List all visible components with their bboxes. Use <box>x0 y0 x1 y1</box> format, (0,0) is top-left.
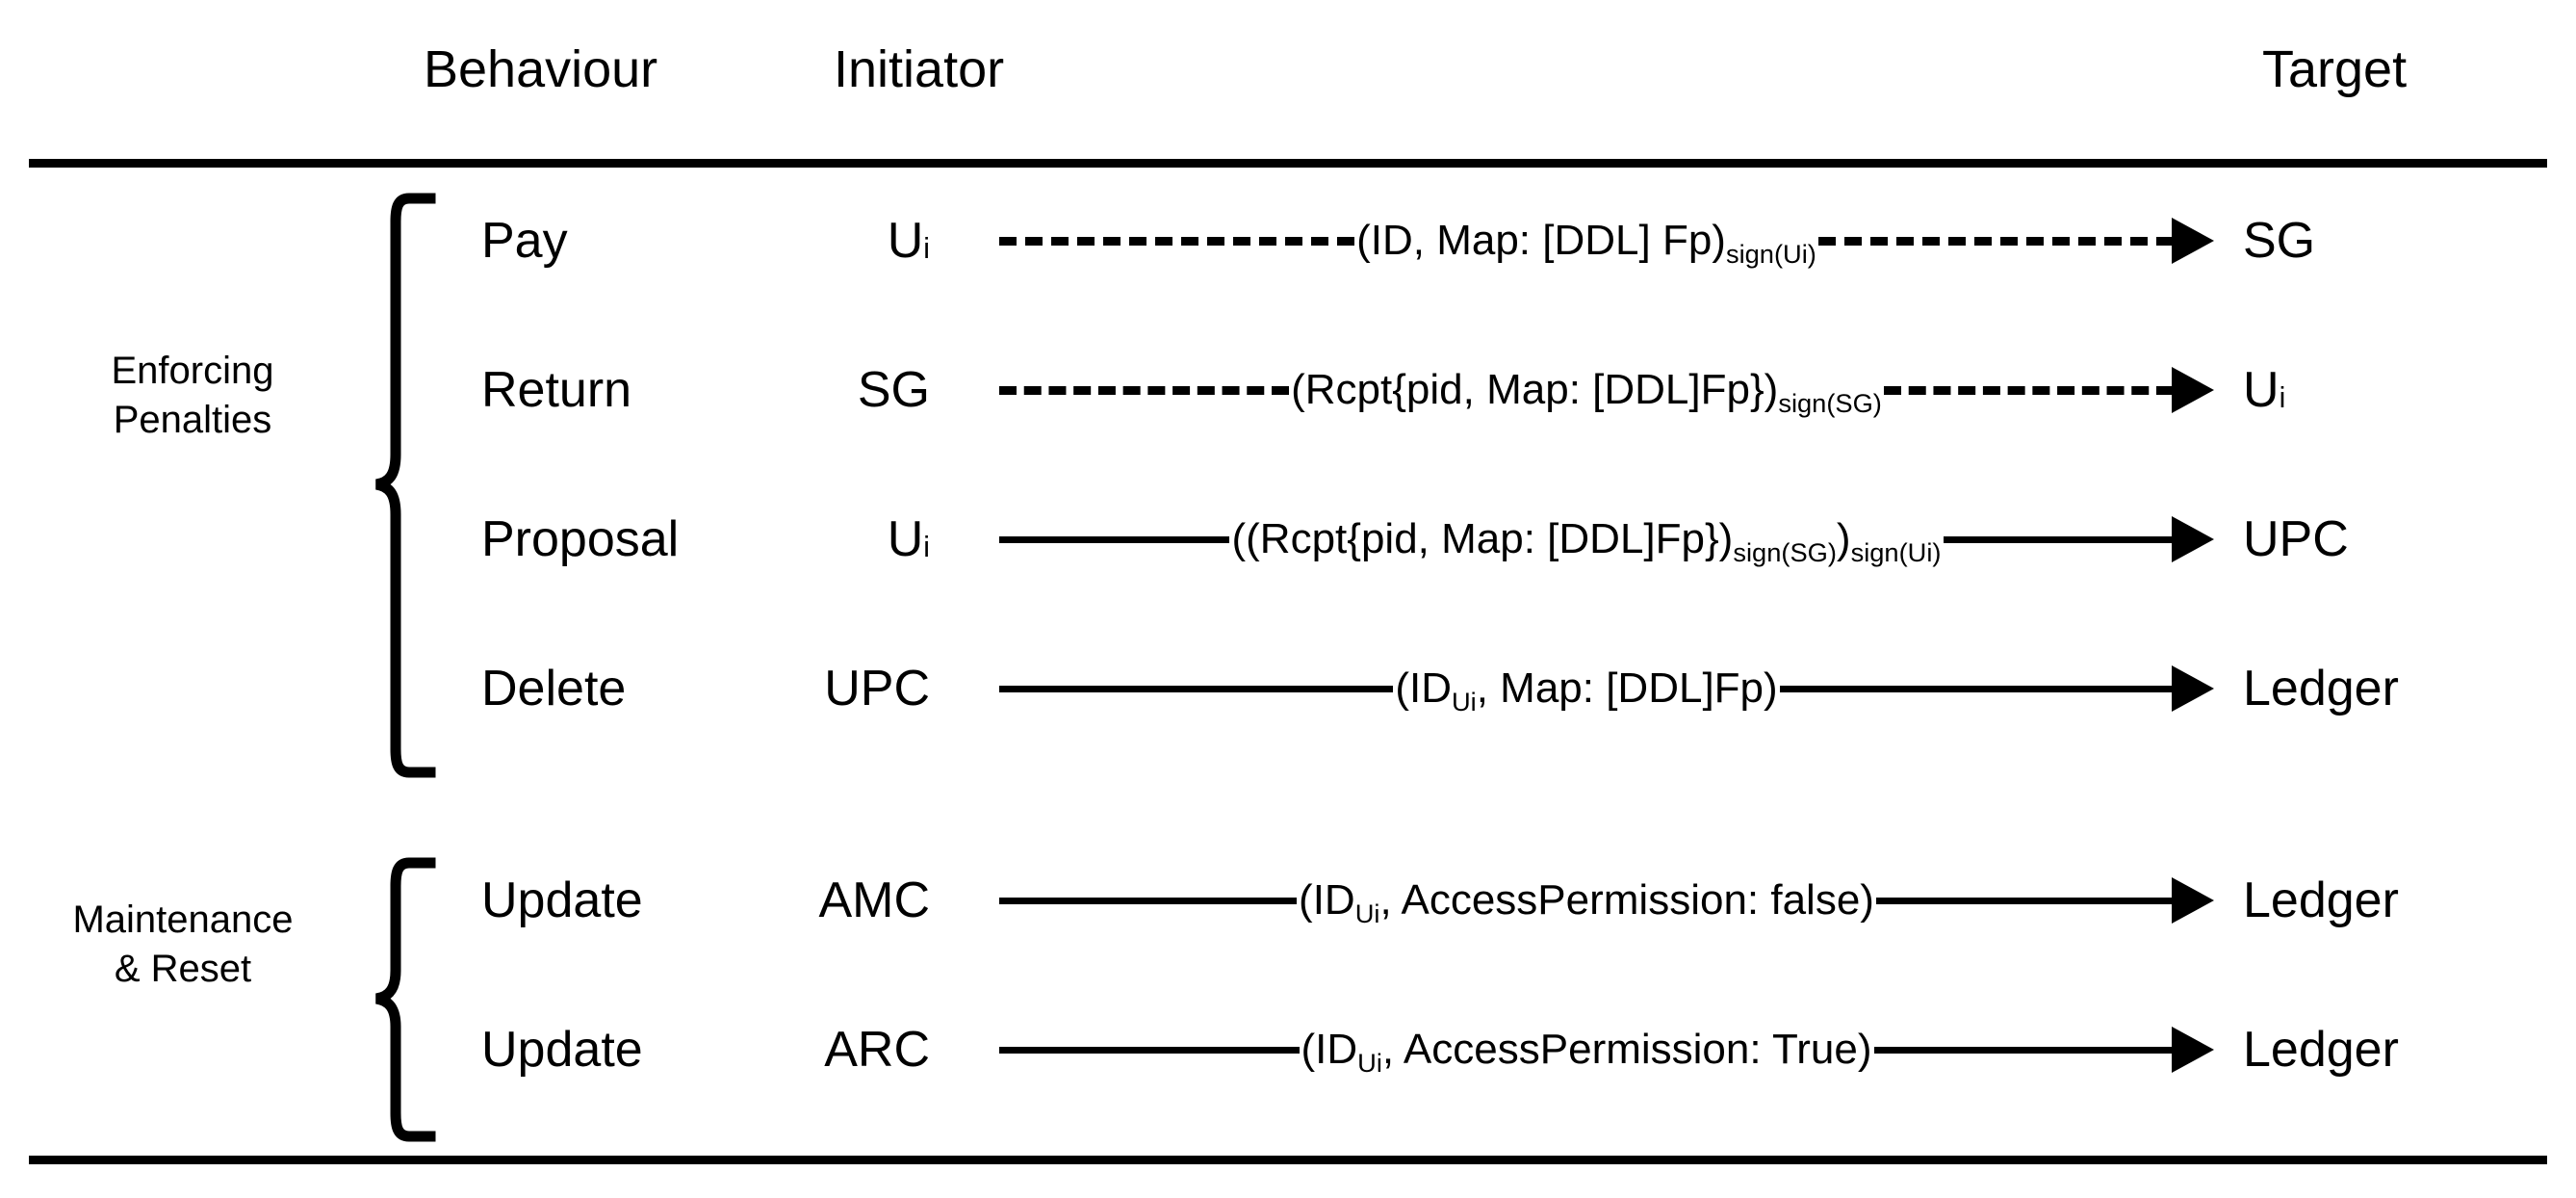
row-behaviour-label: Pay <box>481 213 568 269</box>
arrow-head-icon <box>2172 367 2214 413</box>
message-text: (Rcpt{pid, Map: [DDL]Fp}) <box>1291 366 1779 413</box>
row-behaviour-label: Update <box>481 1022 643 1078</box>
message-label: (Rcpt{pid, Map: [DDL]Fp})sign(SG) <box>1289 366 1884 417</box>
arrow-line-right <box>1875 897 2174 904</box>
row-initiator-label: AMC <box>818 847 930 953</box>
table-rule-bottom <box>29 1156 2547 1164</box>
target-base: UPC <box>2243 511 2349 567</box>
message-arrow: (Rcpt{pid, Map: [DDL]Fp})sign(SG) <box>999 337 2214 443</box>
message-label: ((Rcpt{pid, Map: [DDL]Fp})sign(SG))sign(… <box>1229 515 1943 566</box>
arrow-line-left <box>999 685 1394 692</box>
message-text-post: ) <box>1836 515 1851 562</box>
row-initiator-label: UPC <box>824 636 930 742</box>
initiator-base: AMC <box>818 872 930 928</box>
message-label: (IDUi, AccessPermission: True) <box>1300 1026 1874 1077</box>
table-row: Update AMC (IDUi, AccessPermission: fals… <box>0 847 2576 953</box>
initiator-base: SG <box>857 362 930 418</box>
message-arrow: (ID, Map: [DDL] Fp)sign(Ui) <box>999 188 2214 294</box>
message-text: (ID, Map: [DDL] Fp) <box>1356 217 1726 264</box>
row-initiator-label: ARC <box>824 997 930 1103</box>
arrow-line-left <box>999 385 1290 395</box>
column-header-behaviour: Behaviour <box>424 40 658 98</box>
group-label-enforcing-penalties: Enforcing Penalties <box>19 347 366 445</box>
initiator-base: U <box>887 511 924 567</box>
message-subscript: sign(SG) <box>1733 537 1837 568</box>
initiator-base: U <box>887 213 924 269</box>
group-brace-maintenance-reset <box>371 857 438 1142</box>
group-label-line-2: Penalties <box>113 399 272 442</box>
arrow-line-left <box>999 897 1298 904</box>
target-base: Ledger <box>2243 872 2399 928</box>
message-text-post: , Map: [DDL]Fp) <box>1476 664 1778 712</box>
arrow-line-right <box>1883 385 2174 395</box>
target-base: Ledger <box>2243 661 2399 716</box>
row-target-label: SG <box>2243 188 2315 294</box>
message-text-post: , AccessPermission: false) <box>1379 876 1874 924</box>
message-label: (IDUi, Map: [DDL]Fp) <box>1393 664 1779 716</box>
column-header-initiator: Initiator <box>834 40 1005 98</box>
message-arrow: (IDUi, AccessPermission: True) <box>999 997 2215 1103</box>
message-label: (IDUi, AccessPermission: false) <box>1297 876 1876 927</box>
message-text: (ID <box>1301 1026 1358 1073</box>
message-text: (ID <box>1395 664 1452 712</box>
message-text: (ID <box>1299 876 1355 924</box>
arrow-line-left <box>999 236 1355 246</box>
row-target-label: UPC <box>2243 486 2349 592</box>
message-subscript: Ui <box>1357 1048 1382 1079</box>
arrow-line-right <box>1943 535 2174 543</box>
message-arrow: ((Rcpt{pid, Map: [DDL]Fp})sign(SG))sign(… <box>999 486 2214 592</box>
arrow-head-icon <box>2172 1027 2215 1073</box>
arrow-head-icon <box>2172 665 2214 712</box>
arrow-line-right <box>1779 685 2174 692</box>
row-initiator-label: SG <box>858 337 930 443</box>
target-base: SG <box>2243 213 2316 269</box>
message-subscript: sign(Ui) <box>1725 239 1816 270</box>
arrow-line-left <box>999 535 1230 543</box>
initiator-base: UPC <box>824 661 930 716</box>
group-label-line-2: & Reset <box>114 948 252 991</box>
row-behaviour-label: Update <box>481 872 643 928</box>
message-subscript: sign(SG) <box>1778 388 1882 419</box>
arrow-head-icon <box>2172 877 2214 924</box>
message-text: ((Rcpt{pid, Map: [DDL]Fp}) <box>1231 515 1734 562</box>
message-subscript-2: sign(Ui) <box>1850 537 1942 568</box>
message-arrow: (IDUi, AccessPermission: false) <box>999 847 2214 953</box>
row-behaviour-label: Delete <box>481 661 627 716</box>
message-arrow: (IDUi, Map: [DDL]Fp) <box>999 636 2214 742</box>
group-label-line-1: Enforcing <box>111 350 274 392</box>
arrow-head-icon <box>2172 516 2214 562</box>
message-subscript: Ui <box>1354 898 1380 929</box>
table-row: Delete UPC (IDUi, Map: [DDL]Fp) Ledger <box>0 636 2576 742</box>
arrow-line-left <box>999 1046 1300 1054</box>
target-base: U <box>2243 362 2280 418</box>
table-row: Update ARC (IDUi, AccessPermission: True… <box>0 997 2576 1103</box>
column-header-target: Target <box>2262 40 2408 98</box>
group-label-maintenance-reset: Maintenance & Reset <box>0 896 366 994</box>
arrow-line-right <box>1873 1046 2175 1054</box>
row-target-label: Ledger <box>2243 636 2399 742</box>
row-target-label: Ledger <box>2243 847 2399 953</box>
arrow-head-icon <box>2172 218 2214 264</box>
row-target-label: Ledger <box>2243 997 2399 1103</box>
group-label-line-1: Maintenance <box>72 898 294 941</box>
initiator-base: ARC <box>824 1022 930 1078</box>
row-behaviour-label: Return <box>481 362 632 418</box>
message-label: (ID, Map: [DDL] Fp)sign(Ui) <box>1354 217 1818 268</box>
table-rule-top <box>29 159 2547 168</box>
group-brace-enforcing-penalties <box>371 193 438 780</box>
row-behaviour-label: Proposal <box>481 511 680 567</box>
message-subscript: Ui <box>1451 687 1477 717</box>
table-row: Return SG (Rcpt{pid, Map: [DDL]Fp})sign(… <box>0 337 2576 443</box>
target-base: Ledger <box>2243 1022 2399 1078</box>
arrow-line-right <box>1817 236 2174 246</box>
message-text-post: , AccessPermission: True) <box>1381 1026 1872 1073</box>
